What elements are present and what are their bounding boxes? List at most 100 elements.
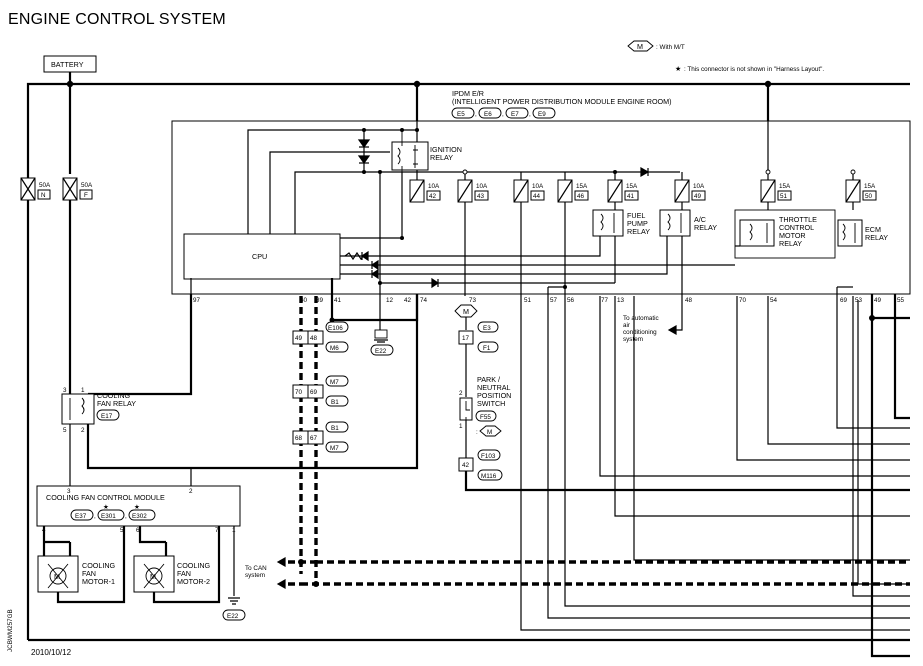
- svg-text:FAN: FAN: [82, 569, 96, 578]
- svg-text:A/C: A/C: [694, 215, 706, 224]
- svg-text:67: 67: [310, 435, 318, 442]
- ipdm-pin-labels: 97 40 39 41 12 42 74 73 51 57 56 77 13 4…: [193, 297, 905, 304]
- svg-text:E302: E302: [132, 513, 147, 520]
- ac-note: To automatic air conditioning system: [623, 315, 659, 343]
- throttle-control-motor-relay: THROTTLE CONTROL MOTOR RELAY: [739, 215, 817, 248]
- svg-text:E37: E37: [75, 513, 87, 520]
- harness-connector-b1: 68 67 B1 M7: [292, 421, 349, 453]
- svg-text:39: 39: [316, 297, 324, 304]
- svg-text:ECM: ECM: [865, 225, 881, 234]
- svg-text:E3: E3: [483, 325, 491, 332]
- svg-text:RELAY: RELAY: [779, 239, 802, 248]
- svg-text:M: M: [637, 42, 643, 51]
- svg-text:: This connector is not shown: : This connector is not shown in "Harnes…: [684, 66, 824, 73]
- svg-text:,: ,: [502, 111, 504, 118]
- svg-text:E5: E5: [457, 111, 465, 118]
- fuse-51: 15A 51: [760, 179, 792, 203]
- cooling-fan-motor-1: M COOLING FAN MOTOR-1: [37, 555, 116, 593]
- svg-text:M: M: [54, 572, 60, 581]
- svg-text:51: 51: [524, 297, 532, 304]
- svg-text:5: 5: [63, 427, 67, 434]
- svg-text:NEUTRAL: NEUTRAL: [477, 383, 511, 392]
- svg-text:MOTOR: MOTOR: [779, 231, 806, 240]
- svg-text:13: 13: [617, 297, 625, 304]
- svg-text:54: 54: [770, 297, 778, 304]
- cooling-fan-control-module: [36, 485, 241, 527]
- svg-text:FAN RELAY: FAN RELAY: [97, 399, 136, 408]
- svg-text:56: 56: [567, 297, 575, 304]
- page-title: ENGINE CONTROL SYSTEM: [8, 11, 226, 28]
- svg-text:,: ,: [125, 513, 127, 520]
- svg-text:,: ,: [529, 111, 531, 118]
- svg-text:48: 48: [685, 297, 693, 304]
- svg-text:50A: 50A: [39, 182, 51, 189]
- svg-text:F1: F1: [483, 345, 491, 352]
- svg-text:68: 68: [295, 435, 303, 442]
- svg-text:7: 7: [215, 527, 219, 534]
- svg-text:★: ★: [103, 504, 109, 511]
- svg-text:E106: E106: [328, 325, 343, 332]
- svg-text:51: 51: [780, 193, 788, 200]
- date-stamp: 2010/10/12: [31, 648, 72, 657]
- harness-connector-m7: 70 69 M7 B1: [292, 375, 349, 407]
- svg-text:50A: 50A: [81, 182, 93, 189]
- fuse-46: 15A 46: [557, 179, 589, 203]
- svg-text:57: 57: [550, 297, 558, 304]
- svg-text:RELAY: RELAY: [430, 153, 453, 162]
- svg-text:50: 50: [865, 193, 873, 200]
- svg-text:69: 69: [840, 297, 848, 304]
- svg-text:F: F: [84, 192, 88, 199]
- svg-text:2: 2: [459, 390, 463, 397]
- svg-text:12: 12: [386, 297, 394, 304]
- svg-text:73: 73: [469, 297, 477, 304]
- svg-text:air: air: [623, 322, 630, 329]
- svg-text:M116: M116: [481, 473, 497, 480]
- svg-text:48: 48: [310, 335, 318, 342]
- svg-text:15A: 15A: [864, 183, 876, 190]
- svg-text:MOTOR-2: MOTOR-2: [177, 577, 210, 586]
- svg-text:RELAY: RELAY: [865, 233, 888, 242]
- svg-text:THROTTLE: THROTTLE: [779, 215, 817, 224]
- ground-e22-top: [370, 344, 394, 356]
- svg-text:system: system: [245, 572, 265, 579]
- svg-text:E22: E22: [375, 348, 387, 355]
- throttle-relay-frame: [734, 209, 836, 259]
- svg-text:MOTOR-1: MOTOR-1: [82, 577, 115, 586]
- cfcm-connectors: E37 , E301 ★ , E302 ★: [70, 504, 156, 521]
- svg-text:F55: F55: [480, 414, 491, 421]
- cooling-fan-relay: 3 1 5 2 COOLING FAN RELAY E17: [61, 387, 136, 434]
- cooling-fan-motor-2: M COOLING FAN MOTOR-2: [133, 555, 211, 593]
- can-note: To CAN system: [245, 565, 267, 579]
- svg-text:44: 44: [533, 193, 541, 200]
- svg-text:To automatic: To automatic: [623, 315, 659, 322]
- svg-text:E7: E7: [511, 111, 519, 118]
- svg-text:42: 42: [404, 297, 412, 304]
- svg-text:To CAN: To CAN: [245, 565, 267, 572]
- svg-text:POSITION: POSITION: [477, 391, 511, 400]
- svg-text:5: 5: [120, 527, 124, 534]
- svg-text:10A: 10A: [532, 183, 544, 190]
- harness-connector-e106: 49 48 E106 M6: [292, 321, 349, 353]
- svg-text:17: 17: [462, 335, 470, 342]
- svg-text:2: 2: [189, 488, 193, 495]
- svg-text:PARK /: PARK /: [477, 375, 500, 384]
- svg-text:10A: 10A: [428, 183, 440, 190]
- svg-text:★: ★: [134, 504, 140, 511]
- ipdm-connectors: E5 , E6 , E7 , E9: [451, 107, 556, 119]
- svg-text:M6: M6: [330, 345, 339, 352]
- svg-text:B1: B1: [331, 425, 339, 432]
- svg-text:49: 49: [874, 297, 882, 304]
- side-code: JCBWM257GB: [7, 609, 14, 652]
- ipdm-subtitle: (INTELLIGENT POWER DISTRIBUTION MODULE E…: [452, 97, 672, 106]
- ipdm-title: IPDM E/R: [452, 89, 484, 98]
- svg-text:M7: M7: [330, 379, 339, 386]
- svg-text:IGNITION: IGNITION: [430, 145, 462, 154]
- svg-text:77: 77: [601, 297, 609, 304]
- svg-text:41: 41: [334, 297, 342, 304]
- svg-text:E17: E17: [101, 413, 113, 420]
- svg-text:55: 55: [897, 297, 905, 304]
- fuse-43: 10A 43: [457, 179, 489, 203]
- svg-text:2: 2: [81, 427, 85, 434]
